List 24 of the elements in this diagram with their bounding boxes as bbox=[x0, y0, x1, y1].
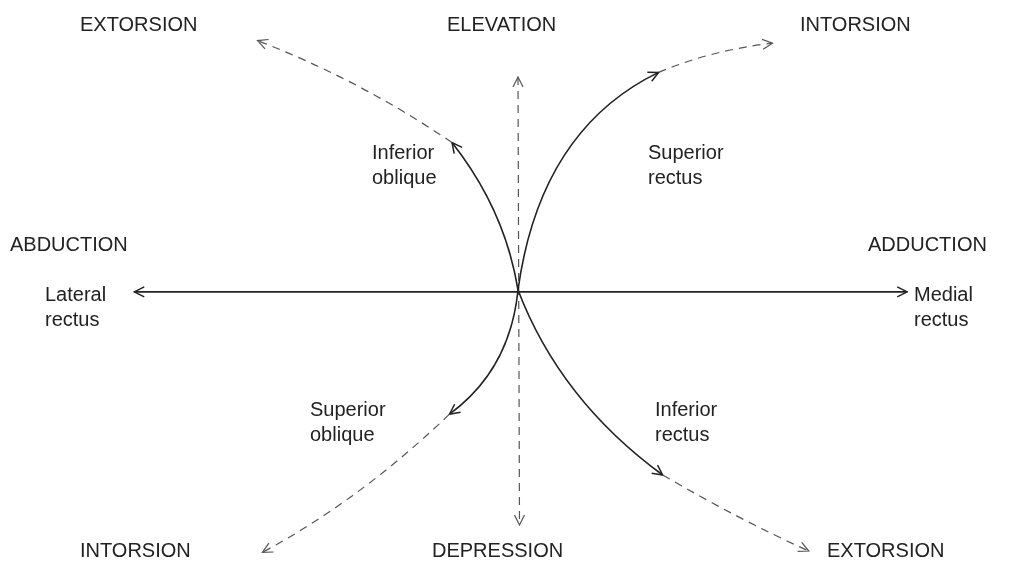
muscle-name: Superior rectus bbox=[648, 140, 736, 190]
muscle-name: Medial rectus bbox=[914, 282, 999, 332]
arrow bbox=[451, 141, 519, 291]
arrow bbox=[261, 413, 451, 553]
arrow bbox=[662, 474, 810, 552]
muscle-name: Inferior rectus bbox=[655, 397, 740, 447]
movement-label: ADDUCTION bbox=[868, 232, 987, 257]
movement-label: INTORSION bbox=[800, 12, 925, 37]
muscle-name: Lateral rectus bbox=[45, 282, 130, 332]
movement-label: EXTORSION bbox=[827, 538, 967, 563]
arrow bbox=[512, 76, 526, 526]
movement-label: ABDUCTION bbox=[10, 232, 128, 257]
arrow bbox=[133, 286, 908, 298]
movement-label: DEPRESSION bbox=[432, 538, 607, 563]
movement-label: ELEVATION bbox=[447, 12, 589, 37]
arrow bbox=[657, 38, 774, 73]
muscle-name: Superior oblique bbox=[310, 397, 400, 447]
movement-label: INTORSION bbox=[80, 538, 232, 563]
arrow bbox=[517, 71, 660, 291]
muscle-name: Inferior oblique bbox=[372, 140, 452, 190]
arrow bbox=[256, 39, 453, 144]
arrow bbox=[517, 289, 664, 476]
arrow bbox=[448, 289, 519, 415]
movement-label: EXTORSION bbox=[80, 12, 222, 37]
